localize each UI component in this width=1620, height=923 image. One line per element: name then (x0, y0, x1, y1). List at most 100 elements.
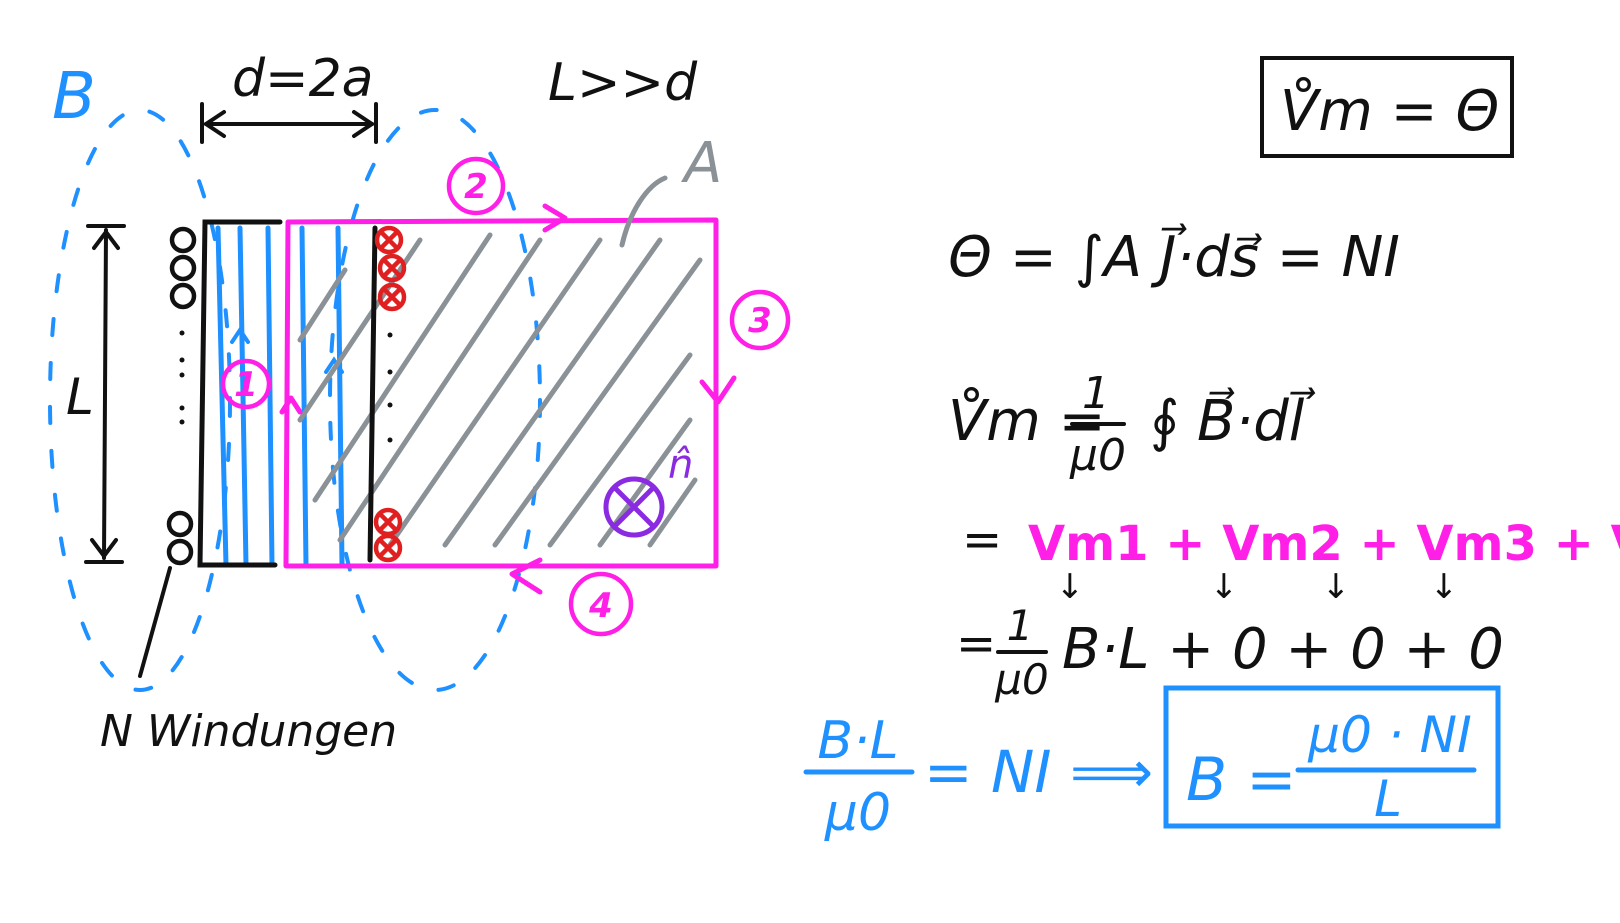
path-number-3: 3 (748, 301, 772, 341)
final-left-den: μ0 (824, 783, 891, 843)
final-left-num: B·L (817, 711, 898, 771)
path-arrow-2 (542, 203, 568, 233)
area-label: A (681, 131, 722, 196)
length-condition: L>>d (548, 53, 698, 113)
field-line (237, 225, 249, 568)
sum-arrow-1: ↓ (1056, 567, 1085, 607)
winding-out-symbol (169, 282, 197, 310)
winding-out-symbol (169, 226, 197, 254)
dim-arrow-left (202, 110, 226, 138)
ellipsis-dot (179, 419, 185, 425)
result-frac-den: μ0 (994, 655, 1048, 704)
area-pointer (619, 175, 668, 248)
field-line (215, 225, 229, 568)
path-circle-2 (446, 156, 506, 216)
solenoid-sketch: 1 2 3 4 n̂ A B d=2a L>>d (48, 49, 791, 757)
hatch-line (297, 267, 348, 343)
hatch-line (312, 232, 493, 503)
len-arrow-top (92, 228, 120, 250)
field-label: B (52, 60, 96, 134)
length-label: L (66, 368, 94, 426)
hatch-line (492, 257, 703, 548)
winding-out-symbol (169, 254, 197, 282)
boxed-top-text: V̊m = Θ (1280, 78, 1499, 144)
path-rectangle (283, 217, 719, 569)
path-circle-1 (220, 358, 272, 410)
boxed-top-frame (1260, 56, 1514, 158)
left-windings (166, 226, 197, 566)
sum-arrow-2: ↓ (1210, 567, 1239, 607)
left-winding-dots (179, 330, 185, 425)
path-number-circles (220, 156, 791, 637)
ellipsis-dot (179, 405, 185, 411)
path-number-4: 4 (588, 586, 613, 626)
into-page-icon (603, 476, 665, 538)
path-numbers: 1 2 3 4 (234, 167, 772, 626)
theta-definition: Θ = ∫A J⃗·ds⃗ = NI (948, 223, 1400, 290)
windings-label: N Windungen (100, 706, 397, 757)
winding-in-symbol (374, 225, 404, 255)
sum-arrows: ↓ ↓ ↓ ↓ (1056, 567, 1459, 607)
ellipsis-dot (387, 369, 393, 375)
path-circle-4 (568, 571, 634, 637)
path-arrow-1 (279, 395, 303, 415)
ellipsis-dot (387, 402, 393, 408)
vm-rhs: ∮ B⃗·dl⃗ (1150, 387, 1316, 454)
solenoid-right-wall (367, 225, 378, 563)
vm-frac-den: μ0 (1069, 430, 1126, 481)
ellipsis-dot (179, 357, 185, 363)
winding-in-symbol (373, 533, 403, 563)
field-arrow (324, 356, 344, 374)
integration-path (279, 203, 737, 595)
length-dimension (84, 224, 126, 564)
field-direction-arrows (230, 326, 344, 374)
vm-lhs: V̊m = (948, 388, 1106, 454)
path-arrow-4 (509, 557, 543, 595)
sum-equals: = (962, 512, 1002, 568)
solenoid-left-wall (197, 219, 283, 568)
final-middle: = NI ⟹ (924, 738, 1153, 806)
dim-arrow-right (352, 110, 376, 138)
winding-in-symbol (377, 282, 407, 312)
right-winding-dots (387, 332, 393, 443)
right-windings (373, 225, 407, 563)
hatch-line (547, 352, 693, 548)
result-equals: = (956, 616, 996, 672)
path-arrow-3 (699, 375, 737, 405)
field-line (299, 225, 309, 568)
sum-arrow-4: ↓ (1430, 567, 1459, 607)
hatch-line (647, 477, 698, 548)
path-circle-3 (729, 289, 791, 351)
equations: V̊m = Θ Θ = ∫A J⃗·ds⃗ = NI V̊m = 1 μ0 ∮ … (803, 56, 1620, 843)
final-box-frame (1163, 685, 1501, 829)
winding-cross (378, 230, 402, 558)
hatch-line (297, 237, 423, 423)
normal-vector: n̂ (603, 442, 693, 538)
sum-arrow-3: ↓ (1322, 567, 1351, 607)
vm-frac-num: 1 (1082, 368, 1110, 419)
field-line (265, 225, 275, 568)
winding-out-symbol (166, 510, 194, 538)
solenoid-walls (197, 219, 378, 568)
result-frac-num: 1 (1007, 601, 1034, 650)
final-box-num: μ0 · NI (1307, 706, 1471, 764)
hatch-line (442, 237, 663, 548)
ellipsis-dot (179, 372, 185, 378)
len-line (102, 228, 108, 560)
len-arrow-bottom (90, 538, 118, 560)
path-number-2: 2 (464, 167, 488, 207)
result-rest: B·L + 0 + 0 + 0 (1062, 617, 1504, 682)
hatch-line (387, 237, 603, 548)
path-number-1: 1 (234, 365, 258, 405)
normal-label: n̂ (668, 442, 693, 488)
final-box-den: L (1374, 770, 1402, 828)
ellipsis-dot (179, 330, 185, 336)
windings-pointer (138, 566, 172, 678)
diameter-label: d=2a (232, 49, 374, 109)
sum-terms: Vm1 + Vm2 + Vm3 + Vm4 (1028, 516, 1620, 572)
ellipsis-dot (387, 437, 393, 443)
diameter-dimension (200, 102, 378, 144)
into-page-cross (612, 485, 656, 529)
winding-out-symbol (166, 538, 194, 566)
